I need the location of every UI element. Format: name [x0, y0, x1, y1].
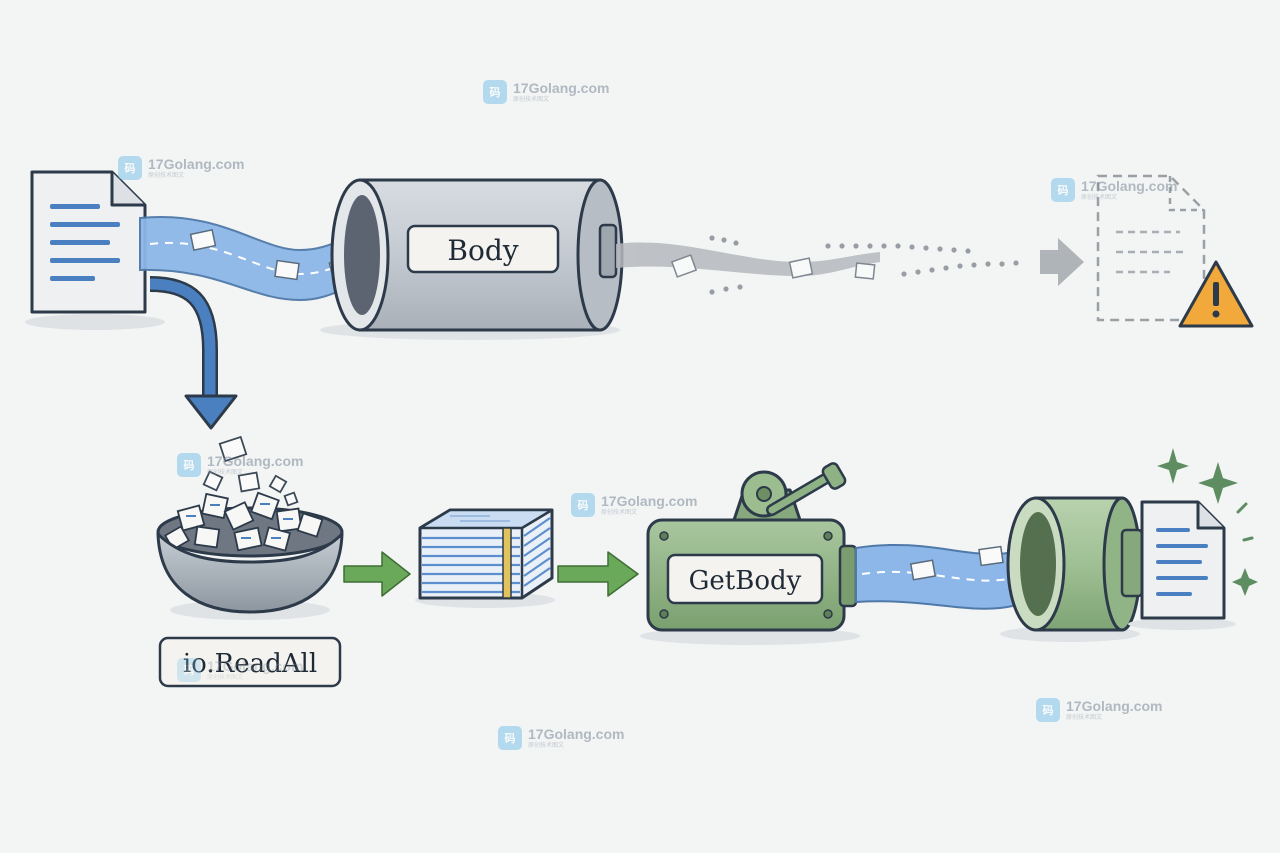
falling-papers	[202, 435, 299, 507]
body-label: Body	[447, 234, 518, 267]
watermark-text: 17Golang.com	[513, 80, 610, 96]
get-body-label: GetBody	[689, 566, 802, 596]
watermark-tagline: 原创技术图文	[513, 96, 550, 103]
watermark-tagline: 原创技术图文	[148, 172, 185, 179]
watermark-tagline: 原创技术图文	[1081, 194, 1118, 201]
watermark-text: 17Golang.com	[207, 658, 304, 674]
watermark-tagline: 原创技术图文	[207, 674, 244, 681]
watermark-text: 17Golang.com	[207, 453, 304, 469]
read-all-label: io.ReadAll	[183, 649, 317, 679]
get-body-machine: GetBody	[640, 462, 860, 645]
lost-stream	[616, 235, 1084, 295]
watermark-tagline: 原创技术图文	[207, 469, 244, 476]
warning-triangle-icon	[1178, 260, 1254, 328]
watermark-logo-icon: 码	[1051, 178, 1075, 202]
watermark-tagline: 原创技术图文	[528, 742, 565, 749]
watermark-text: 17Golang.com	[148, 156, 245, 172]
watermark-text: 17Golang.com	[1081, 178, 1178, 194]
shadow	[25, 314, 165, 330]
green-arrow	[557, 551, 639, 597]
watermark-logo-icon: 码	[177, 658, 201, 682]
watermark-logo-icon: 码	[483, 80, 507, 104]
watermark-text: 17Golang.com	[1066, 698, 1163, 714]
read-all-label-box: io.ReadAll	[158, 636, 342, 688]
watermark-logo-icon: 码	[1036, 698, 1060, 722]
bowl	[156, 491, 344, 620]
watermark-logo-icon: 码	[571, 493, 595, 517]
watermark-text: 17Golang.com	[601, 493, 698, 509]
new-body-cylinder	[1000, 496, 1144, 642]
watermark-logo-icon: 码	[177, 453, 201, 477]
down-arrow	[149, 276, 238, 430]
buffer-stack-icon	[415, 508, 555, 608]
restored-document-icon	[1128, 500, 1236, 630]
watermark-logo-icon: 码	[118, 156, 142, 180]
watermark-logo-icon: 码	[498, 726, 522, 750]
body-cylinder: Body	[320, 178, 624, 340]
watermark-tagline: 原创技术图文	[601, 509, 638, 516]
watermark-tagline: 原创技术图文	[1066, 714, 1103, 721]
missing-document-icon	[1096, 174, 1206, 322]
watermark-text: 17Golang.com	[528, 726, 625, 742]
source-document-icon	[30, 170, 147, 314]
sparkle-icon	[1157, 448, 1258, 596]
green-arrow	[343, 551, 411, 597]
